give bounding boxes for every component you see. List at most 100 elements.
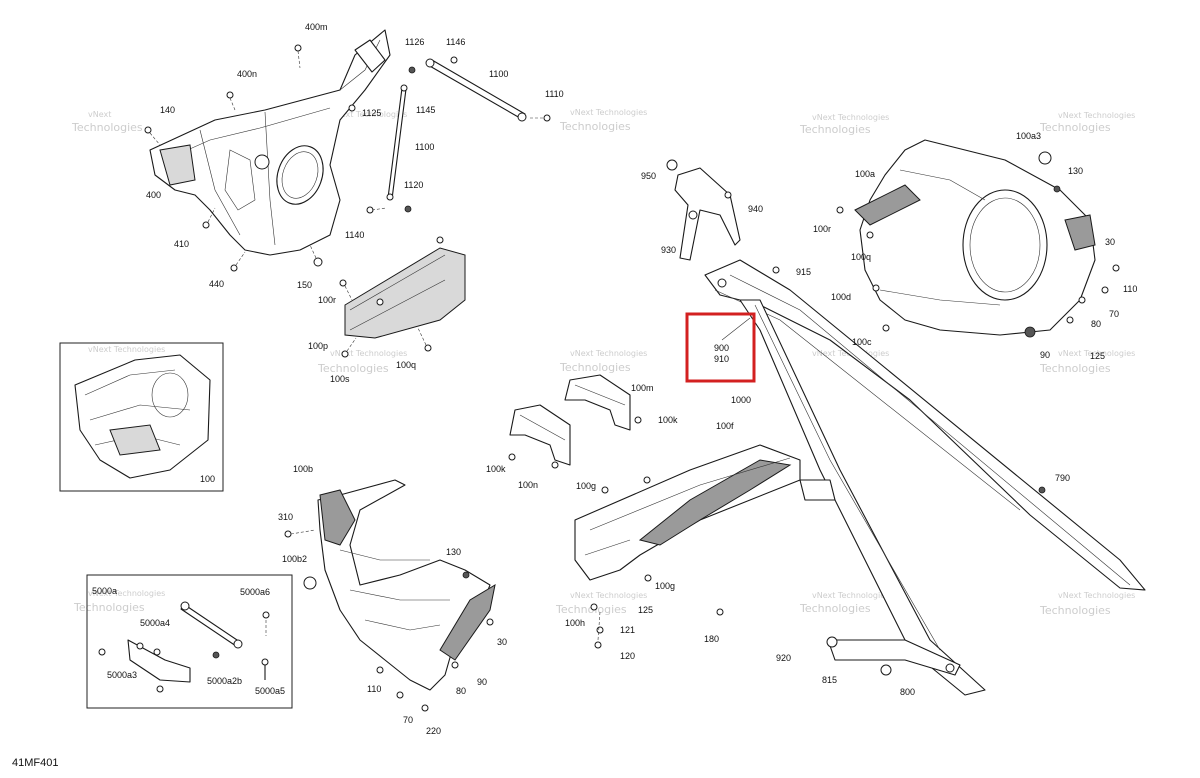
- callout-1145[interactable]: 1145: [416, 105, 435, 115]
- callout-400[interactable]: 400: [146, 190, 161, 200]
- watermark: vNext Technologies: [330, 110, 407, 119]
- callout-800[interactable]: 800: [900, 687, 915, 697]
- callout-100f[interactable]: 100f: [716, 421, 734, 431]
- callout-400n[interactable]: 400n: [237, 69, 257, 79]
- watermark: Technologies: [1039, 362, 1111, 375]
- callout-70[interactable]: 70: [403, 715, 413, 725]
- rail-1000: [704, 259, 1146, 696]
- callout-110[interactable]: 110: [1123, 284, 1137, 294]
- watermark: vNext Technologies: [570, 349, 647, 358]
- callout-910[interactable]: 910: [714, 354, 729, 364]
- callout-220[interactable]: 220: [426, 726, 441, 736]
- callout-100r[interactable]: 100r: [318, 295, 336, 305]
- callout-5000a[interactable]: 5000a: [92, 586, 117, 596]
- callout-1126[interactable]: 1126: [405, 37, 424, 47]
- callout-100q[interactable]: 100q: [396, 360, 416, 370]
- watermark: vNext Technologies: [570, 591, 647, 600]
- callout-1140[interactable]: 1140: [345, 230, 364, 240]
- watermark: Technologies: [71, 121, 143, 134]
- callout-100s[interactable]: 100s: [330, 374, 350, 384]
- callout-100h[interactable]: 100h: [565, 618, 585, 628]
- callout-1100[interactable]: 1100: [415, 142, 434, 152]
- watermark: vNext Technologies: [88, 345, 165, 354]
- callout-70[interactable]: 70: [1109, 309, 1119, 319]
- callout-900[interactable]: 900: [714, 343, 729, 353]
- callout-110[interactable]: 110: [367, 684, 381, 694]
- watermark: Technologies: [799, 602, 871, 615]
- callout-90[interactable]: 90: [1040, 350, 1050, 360]
- callout-130[interactable]: 130: [446, 547, 461, 557]
- callout-1146[interactable]: 1146: [446, 37, 465, 47]
- callout-100c[interactable]: 100c: [852, 337, 872, 347]
- callout-140[interactable]: 140: [160, 105, 175, 115]
- callout-5000a3[interactable]: 5000a3: [107, 670, 137, 680]
- skid-plate-100p: [339, 236, 466, 358]
- callout-130[interactable]: 130: [1068, 166, 1083, 176]
- callout-100n[interactable]: 100n: [518, 480, 538, 490]
- callout-1110[interactable]: 1110: [545, 89, 564, 99]
- callout-100b[interactable]: 100b: [293, 464, 313, 474]
- callout-5000a5[interactable]: 5000a5: [255, 686, 285, 696]
- callout-5000a6[interactable]: 5000a6: [240, 587, 270, 597]
- callout-815[interactable]: 815: [822, 675, 837, 685]
- callout-100d[interactable]: 100d: [831, 292, 851, 302]
- callout-310[interactable]: 310: [278, 512, 293, 522]
- watermark: Technologies: [1039, 604, 1111, 617]
- callout-100m[interactable]: 100m: [631, 383, 654, 393]
- callout-1120[interactable]: 1120: [404, 180, 423, 190]
- inset-frame-view: [59, 342, 224, 492]
- callout-790[interactable]: 790: [1055, 473, 1070, 483]
- watermark: vNext: [88, 110, 111, 119]
- tray-100f: [574, 444, 801, 649]
- link-rod-assembly: [348, 56, 551, 214]
- callout-30[interactable]: 30: [1105, 237, 1115, 247]
- callout-5000a2b[interactable]: 5000a2b: [207, 676, 242, 686]
- callout-400m[interactable]: 400m: [305, 22, 328, 32]
- callout-100k[interactable]: 100k: [658, 415, 678, 425]
- arm-930: [666, 159, 741, 261]
- callout-930[interactable]: 930: [661, 245, 676, 255]
- callout-100k[interactable]: 100k: [486, 464, 506, 474]
- callout-100r[interactable]: 100r: [813, 224, 831, 234]
- callout-100q[interactable]: 100q: [851, 252, 871, 262]
- watermark: vNext Technologies: [1058, 111, 1135, 120]
- callout-100[interactable]: 100: [200, 474, 215, 484]
- watermark: Technologies: [559, 120, 631, 133]
- callout-80[interactable]: 80: [456, 686, 466, 696]
- callout-180[interactable]: 180: [704, 634, 719, 644]
- front-frame-assembly: [144, 29, 391, 272]
- watermark: Technologies: [559, 361, 631, 374]
- callout-1125[interactable]: 1125: [362, 108, 381, 118]
- callout-100g[interactable]: 100g: [576, 481, 596, 491]
- callout-920[interactable]: 920: [776, 653, 791, 663]
- callout-120[interactable]: 120: [620, 651, 635, 661]
- watermark: vNext Technologies: [570, 108, 647, 117]
- callout-100p[interactable]: 100p: [308, 341, 328, 351]
- callout-100a[interactable]: 100a: [855, 169, 875, 179]
- watermark: vNext Technologies: [1058, 349, 1135, 358]
- callout-100g[interactable]: 100g: [655, 581, 675, 591]
- callout-125[interactable]: 125: [1090, 351, 1105, 361]
- callout-150[interactable]: 150: [297, 280, 312, 290]
- callout-410[interactable]: 410: [174, 239, 189, 249]
- callout-5000a4[interactable]: 5000a4: [140, 618, 170, 628]
- callout-121[interactable]: 121: [620, 625, 635, 635]
- brackets-100m-100n: [508, 374, 642, 469]
- callout-940[interactable]: 940: [748, 204, 763, 214]
- callout-125[interactable]: 125: [638, 605, 653, 615]
- callout-30[interactable]: 30: [497, 637, 507, 647]
- watermark: Technologies: [317, 362, 389, 375]
- callout-100b2[interactable]: 100b2: [282, 554, 307, 564]
- callout-1000[interactable]: 1000: [731, 395, 751, 405]
- callout-1100[interactable]: 1100: [489, 69, 508, 79]
- watermark: vNext Technologies: [812, 113, 889, 122]
- callout-90[interactable]: 90: [477, 677, 487, 687]
- callout-100a3[interactable]: 100a3: [1016, 131, 1041, 141]
- callout-440[interactable]: 440: [209, 279, 224, 289]
- callout-950[interactable]: 950: [641, 171, 656, 181]
- inset-5000a-view: [86, 574, 293, 709]
- callout-915[interactable]: 915: [796, 267, 811, 277]
- watermark: Technologies: [555, 603, 627, 616]
- callout-80[interactable]: 80: [1091, 319, 1101, 329]
